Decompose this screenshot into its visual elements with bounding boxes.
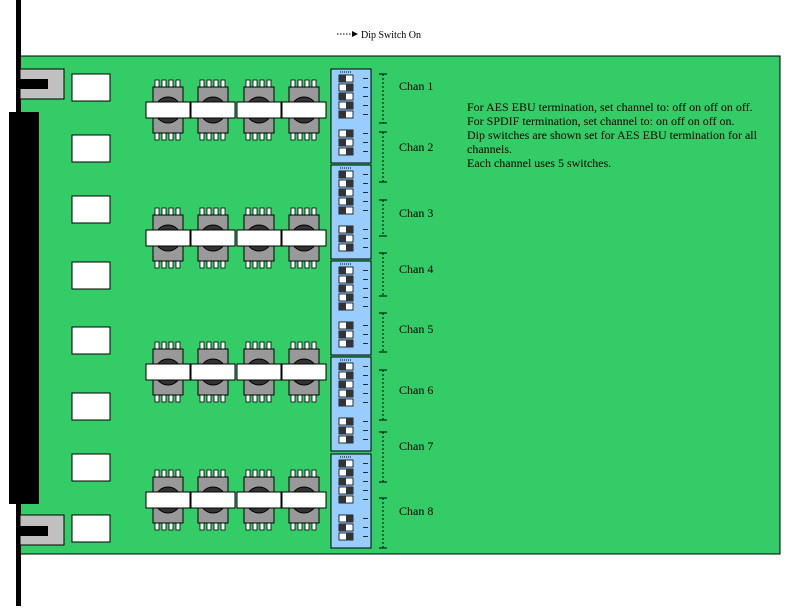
dip-switch-block [330, 260, 372, 356]
pot-component [190, 469, 236, 531]
pot-component [281, 469, 327, 531]
circuit-board [19, 55, 781, 555]
white-box [71, 261, 111, 290]
pot-component [145, 79, 191, 141]
pot-component [236, 79, 282, 141]
note-line-1: For AES EBU termination, set channel to:… [467, 100, 753, 114]
channel-range-marker [379, 199, 387, 237]
white-box [71, 73, 111, 102]
pot-component [281, 79, 327, 141]
note-line-2: For SPDIF termination, set channel to: o… [467, 114, 735, 128]
channel-range-marker [379, 431, 387, 483]
channel-label-4: Chan 4 [399, 262, 433, 276]
dip-switch-block [330, 356, 372, 452]
edge-connector [9, 112, 39, 504]
channel-range-marker [379, 497, 387, 549]
channel-range-marker [379, 252, 387, 297]
pot-component [236, 341, 282, 403]
pot-component [145, 469, 191, 531]
pot-component [190, 207, 236, 269]
white-box [71, 134, 111, 163]
white-box [71, 453, 111, 482]
channel-range-marker [379, 73, 387, 124]
legend-label: Dip Switch On [361, 30, 421, 41]
note-line-4: channels. [467, 142, 512, 156]
pot-component [190, 79, 236, 141]
pot-component [236, 207, 282, 269]
channel-label-6: Chan 6 [399, 383, 433, 397]
channel-label-7: Chan 7 [399, 439, 433, 453]
legend-arrow-icon [352, 31, 358, 37]
note-line-3: Dip switches are shown set for AES EBU t… [467, 128, 758, 142]
dip-switch-block [330, 68, 372, 164]
bottom-handle [19, 514, 65, 546]
dip-switch-block [330, 164, 372, 260]
pot-component [145, 207, 191, 269]
channel-label-2: Chan 2 [399, 140, 433, 154]
channel-label-1: Chan 1 [399, 79, 433, 93]
white-box [71, 514, 111, 543]
pot-component [190, 341, 236, 403]
channel-label-5: Chan 5 [399, 322, 433, 336]
channel-range-marker [379, 131, 387, 183]
pot-component [281, 207, 327, 269]
white-box [71, 392, 111, 421]
channel-range-marker [379, 312, 387, 353]
channel-label-3: Chan 3 [399, 206, 433, 220]
pot-component [236, 469, 282, 531]
white-box [71, 326, 111, 355]
top-handle-slot [20, 79, 48, 89]
pot-component [281, 341, 327, 403]
dip-switch-block [330, 453, 372, 549]
note-line-5: Each channel uses 5 switches. [467, 156, 611, 170]
bottom-handle-slot [20, 526, 48, 536]
channel-label-8: Chan 8 [399, 504, 433, 518]
channel-range-marker [379, 369, 387, 421]
white-box [71, 195, 111, 224]
pot-component [145, 341, 191, 403]
